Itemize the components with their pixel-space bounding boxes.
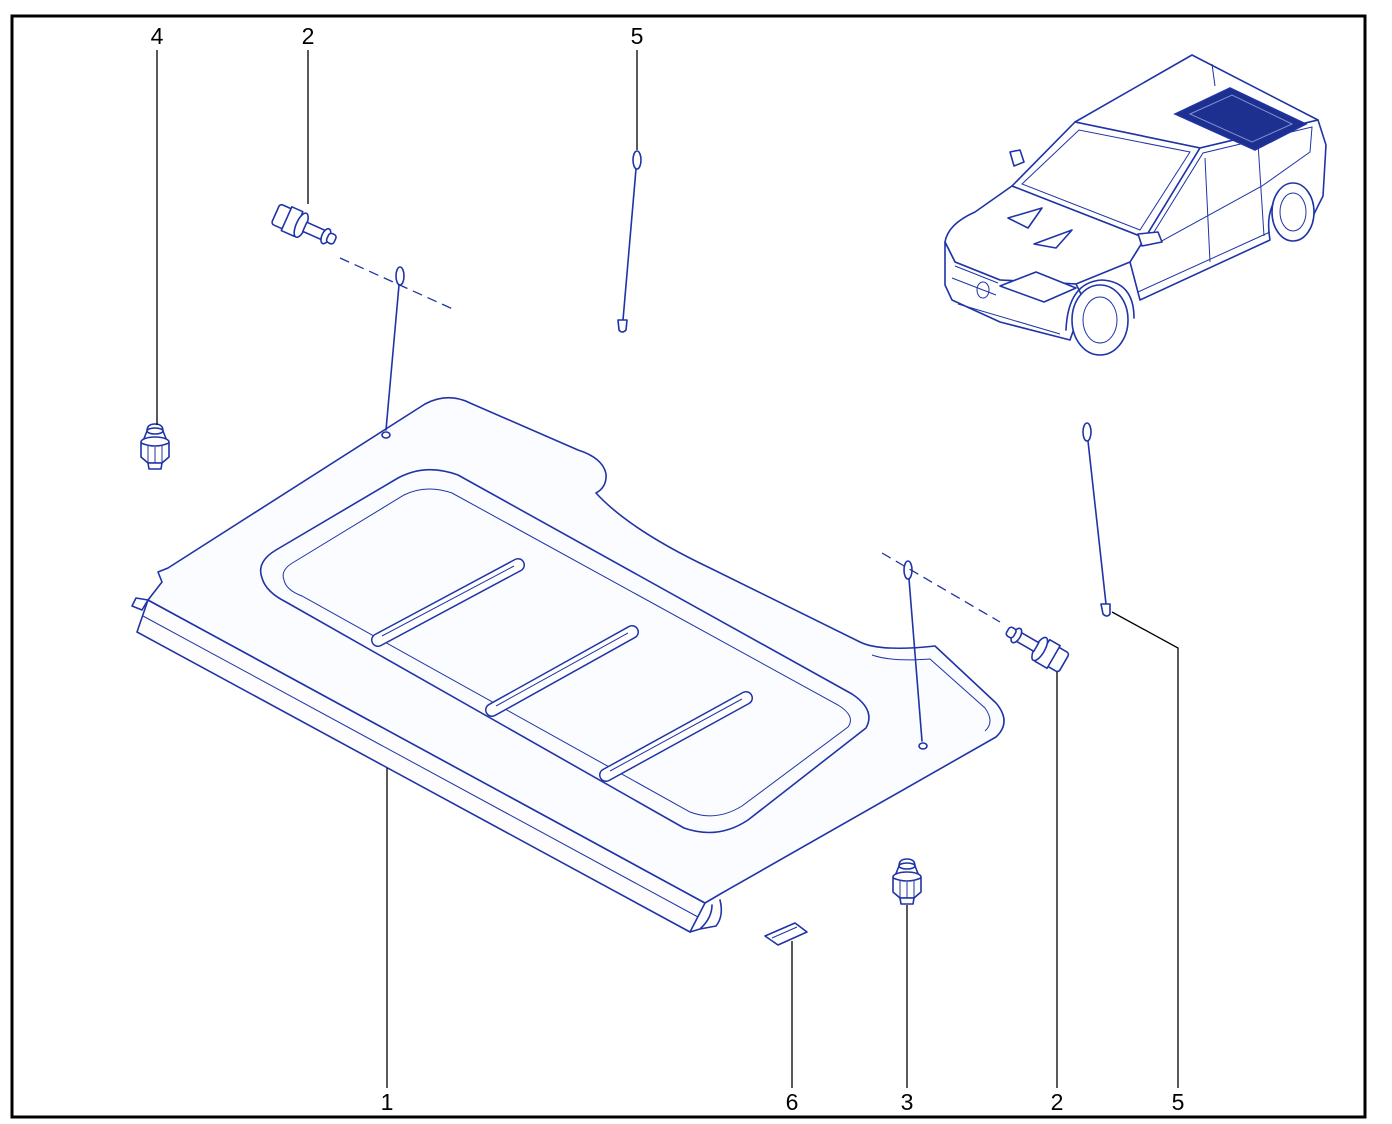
callout-label-3: 3 [901,1089,914,1115]
parcel-shelf [131,396,1005,933]
parcel-shelf-center-panel-inner [282,488,851,817]
nut-part-4 [140,423,170,470]
assembly-axis-right [881,552,1001,623]
vehicle-logo [976,281,990,299]
vehicle-rocker-line [1137,231,1271,293]
support-rod-left [385,266,405,431]
callout-label-2-top: 2 [302,23,315,49]
vehicle-mirror-left [1009,149,1025,167]
vehicle-windshield-inner [1021,129,1191,231]
parcel-shelf-edge-flange [871,654,991,732]
vehicle-rear-wheel-hub [1279,192,1307,232]
callout-label-5-top: 5 [631,23,644,49]
vehicle-door-line-front [1204,157,1211,263]
vehicle-door-line-rear [1257,142,1265,237]
parcel-shelf-corner-tab [689,899,723,933]
vehicle-bumper-line [957,303,1061,335]
callout-label-1: 1 [381,1089,394,1115]
support-rod-loose-right [1082,422,1111,617]
parcel-shelf-hole-right [918,742,928,750]
parcel-shelf-top-surface [147,396,1005,904]
vehicle-hood-vent-left [1007,207,1043,229]
vehicle-hood-vent-right [1033,229,1073,249]
parcel-shelf-slot [599,691,753,782]
vehicle-front-wheel-arch [1065,279,1135,331]
clip-right [1005,626,1070,673]
leader-line-5-bottom [1111,611,1179,1088]
vehicle-front-wheel [1071,284,1129,356]
nut-part-3 [892,858,922,905]
vehicle-illustration [944,54,1327,356]
callout-label-6: 6 [786,1089,799,1115]
leader-lines [156,50,1179,1088]
diagram-frame [10,14,1367,1119]
support-rod-loose-top [617,150,642,333]
vehicle-mirror-right [1137,231,1163,247]
label-sticker-part-6 [764,922,808,946]
assembly-axis-left [339,257,456,311]
parcel-shelf-slot [371,558,525,647]
callout-labels: 4 2 5 1 6 3 2 5 [151,23,1185,1115]
vehicle-rear-pillar [1211,63,1216,87]
vehicle-rear-wheel [1271,182,1315,242]
vehicle-headlight [999,271,1077,303]
callout-label-4: 4 [151,23,164,49]
callout-label-2-bottom: 2 [1051,1089,1064,1115]
parcel-shelf-hole-left [381,431,391,439]
callout-label-5-bottom: 5 [1172,1089,1185,1115]
parcel-shelf-front-crease [142,615,699,918]
clip-left [271,203,337,245]
parcel-shelf-center-panel [259,468,870,834]
vehicle-front-wheel-hub [1082,296,1118,344]
vehicle-shelf-highlight [1173,87,1308,151]
vehicle-shelf-highlight-detail [1188,94,1294,143]
parcel-shelf-slot [485,625,639,717]
